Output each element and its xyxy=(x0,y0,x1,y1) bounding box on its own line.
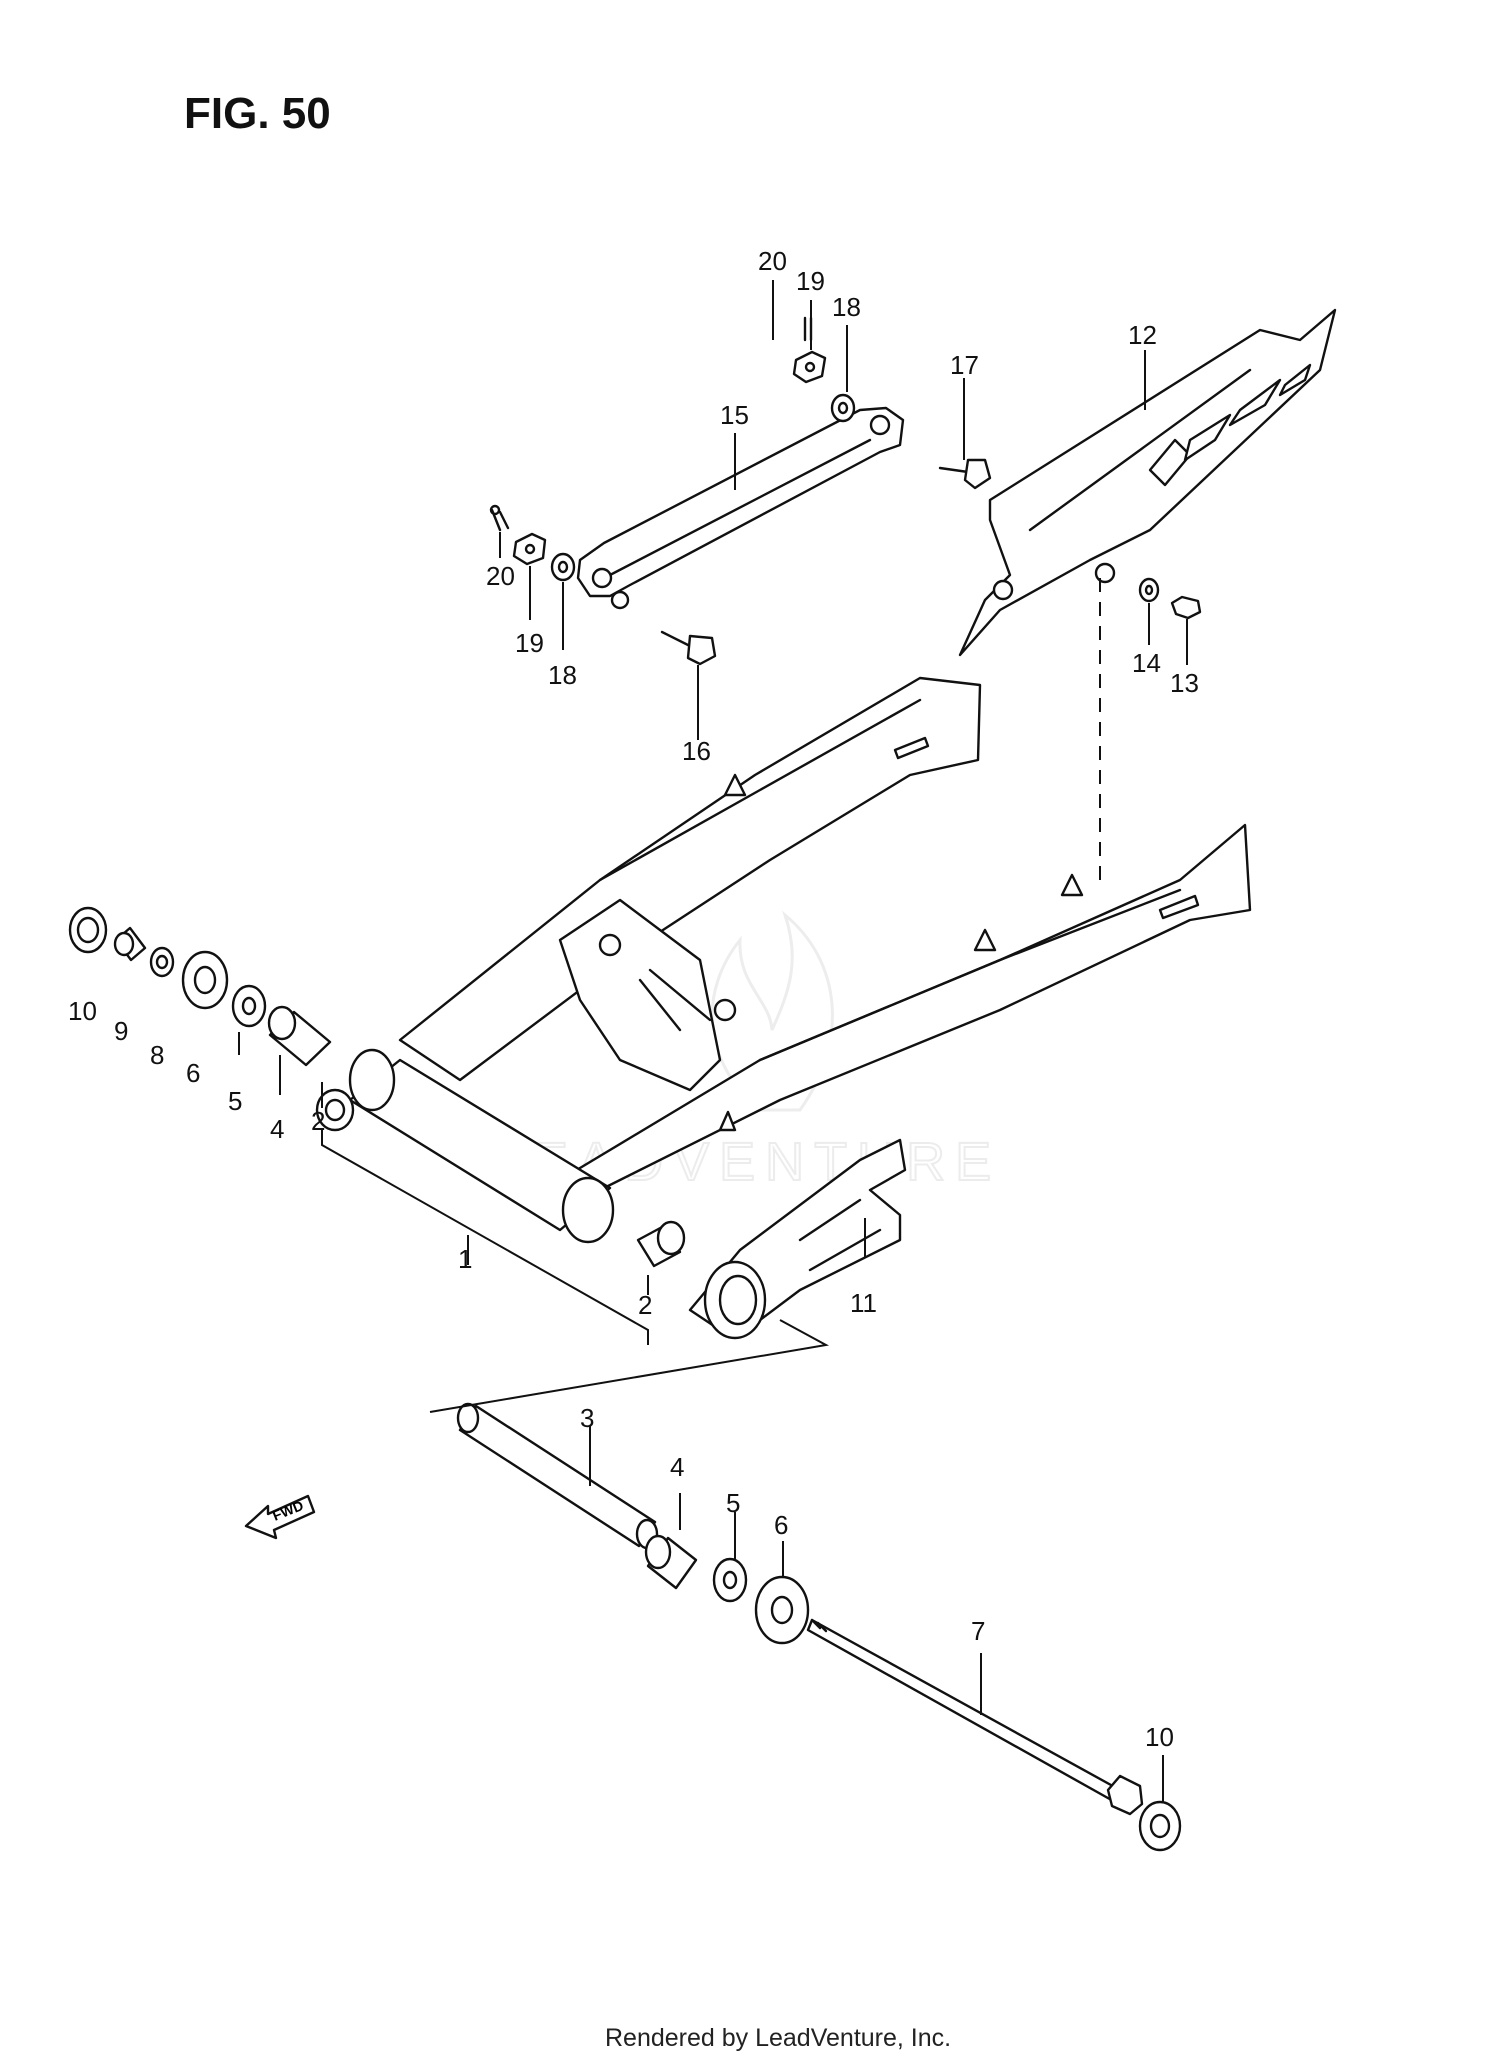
callout-17: 17 xyxy=(950,350,979,380)
callout-5: 5 xyxy=(726,1488,740,1518)
washer-part-14 xyxy=(1138,577,1160,603)
chain-case-part-12 xyxy=(958,308,1337,657)
callout-5: 5 xyxy=(228,1086,242,1116)
nut-part-10-left xyxy=(68,906,108,954)
callout-18: 18 xyxy=(832,292,861,322)
callout-20: 20 xyxy=(486,561,515,591)
chain-guide-part-11 xyxy=(688,1138,907,1340)
torque-link-part-15 xyxy=(576,406,905,610)
callout-18: 18 xyxy=(548,660,577,690)
seal-part-6-left xyxy=(181,950,229,1010)
callout-14: 14 xyxy=(1132,648,1161,678)
callout-8: 8 xyxy=(150,1040,164,1070)
bolt-part-17 xyxy=(938,458,992,490)
bolt-part-16 xyxy=(660,630,717,666)
spacer-part-4-right xyxy=(644,1534,698,1590)
spacer-part-9 xyxy=(113,926,147,962)
swingarm-part-1 xyxy=(348,676,1252,1244)
callout-3: 3 xyxy=(580,1403,594,1433)
callout-13: 13 xyxy=(1170,668,1199,698)
bearing-part-2-upper xyxy=(315,1088,355,1132)
callout-12: 12 xyxy=(1128,320,1157,350)
callout-2: 2 xyxy=(638,1290,652,1320)
pivot-shaft-part-3 xyxy=(456,1402,659,1550)
callout-4: 4 xyxy=(670,1452,684,1482)
callout-15: 15 xyxy=(720,400,749,430)
bolt-part-13 xyxy=(1170,595,1202,620)
nut-part-19-upper xyxy=(792,350,827,384)
callout-9: 9 xyxy=(114,1016,128,1046)
washer-part-18-lower xyxy=(550,552,576,582)
nut-part-19-lower xyxy=(512,532,547,566)
callout-1: 1 xyxy=(458,1244,472,1274)
callout-6: 6 xyxy=(774,1510,788,1540)
pivot-bolt-part-7 xyxy=(806,1618,1144,1816)
callout-10: 10 xyxy=(68,996,97,1026)
callout-7: 7 xyxy=(971,1616,985,1646)
render-credit: Rendered by LeadVenture, Inc. xyxy=(605,2024,951,2052)
washer-part-8 xyxy=(149,946,175,978)
bearing-part-2-lower xyxy=(636,1220,686,1268)
callout-16: 16 xyxy=(682,736,711,766)
callout-10: 10 xyxy=(1145,1722,1174,1752)
callout-6: 6 xyxy=(186,1058,200,1088)
spacer-part-4-left xyxy=(267,1005,332,1067)
leader-lines xyxy=(238,280,1188,1802)
callout-4: 4 xyxy=(270,1114,284,1144)
callout-19: 19 xyxy=(796,266,825,296)
fwd-arrow-icon: FWD xyxy=(244,1494,316,1540)
callout-20: 20 xyxy=(758,246,787,276)
watermark-flame-icon xyxy=(710,910,834,1112)
seal-part-6-right xyxy=(754,1575,810,1645)
washer-part-18-upper xyxy=(830,393,856,423)
washer-part-5-left xyxy=(231,984,267,1028)
callout-11: 11 xyxy=(850,1288,877,1318)
nut-part-10-right xyxy=(1138,1800,1182,1852)
callout-2: 2 xyxy=(311,1106,325,1136)
cotter-pin-part-20-lower xyxy=(489,504,510,532)
figure-title: FIG. 50 xyxy=(184,89,331,138)
callout-labels: 1 2 2 3 4 4 5 5 6 6 7 8 9 10 10 11 12 13… xyxy=(68,246,1199,1752)
washer-part-5-right xyxy=(712,1557,748,1603)
callout-19: 19 xyxy=(515,628,544,658)
